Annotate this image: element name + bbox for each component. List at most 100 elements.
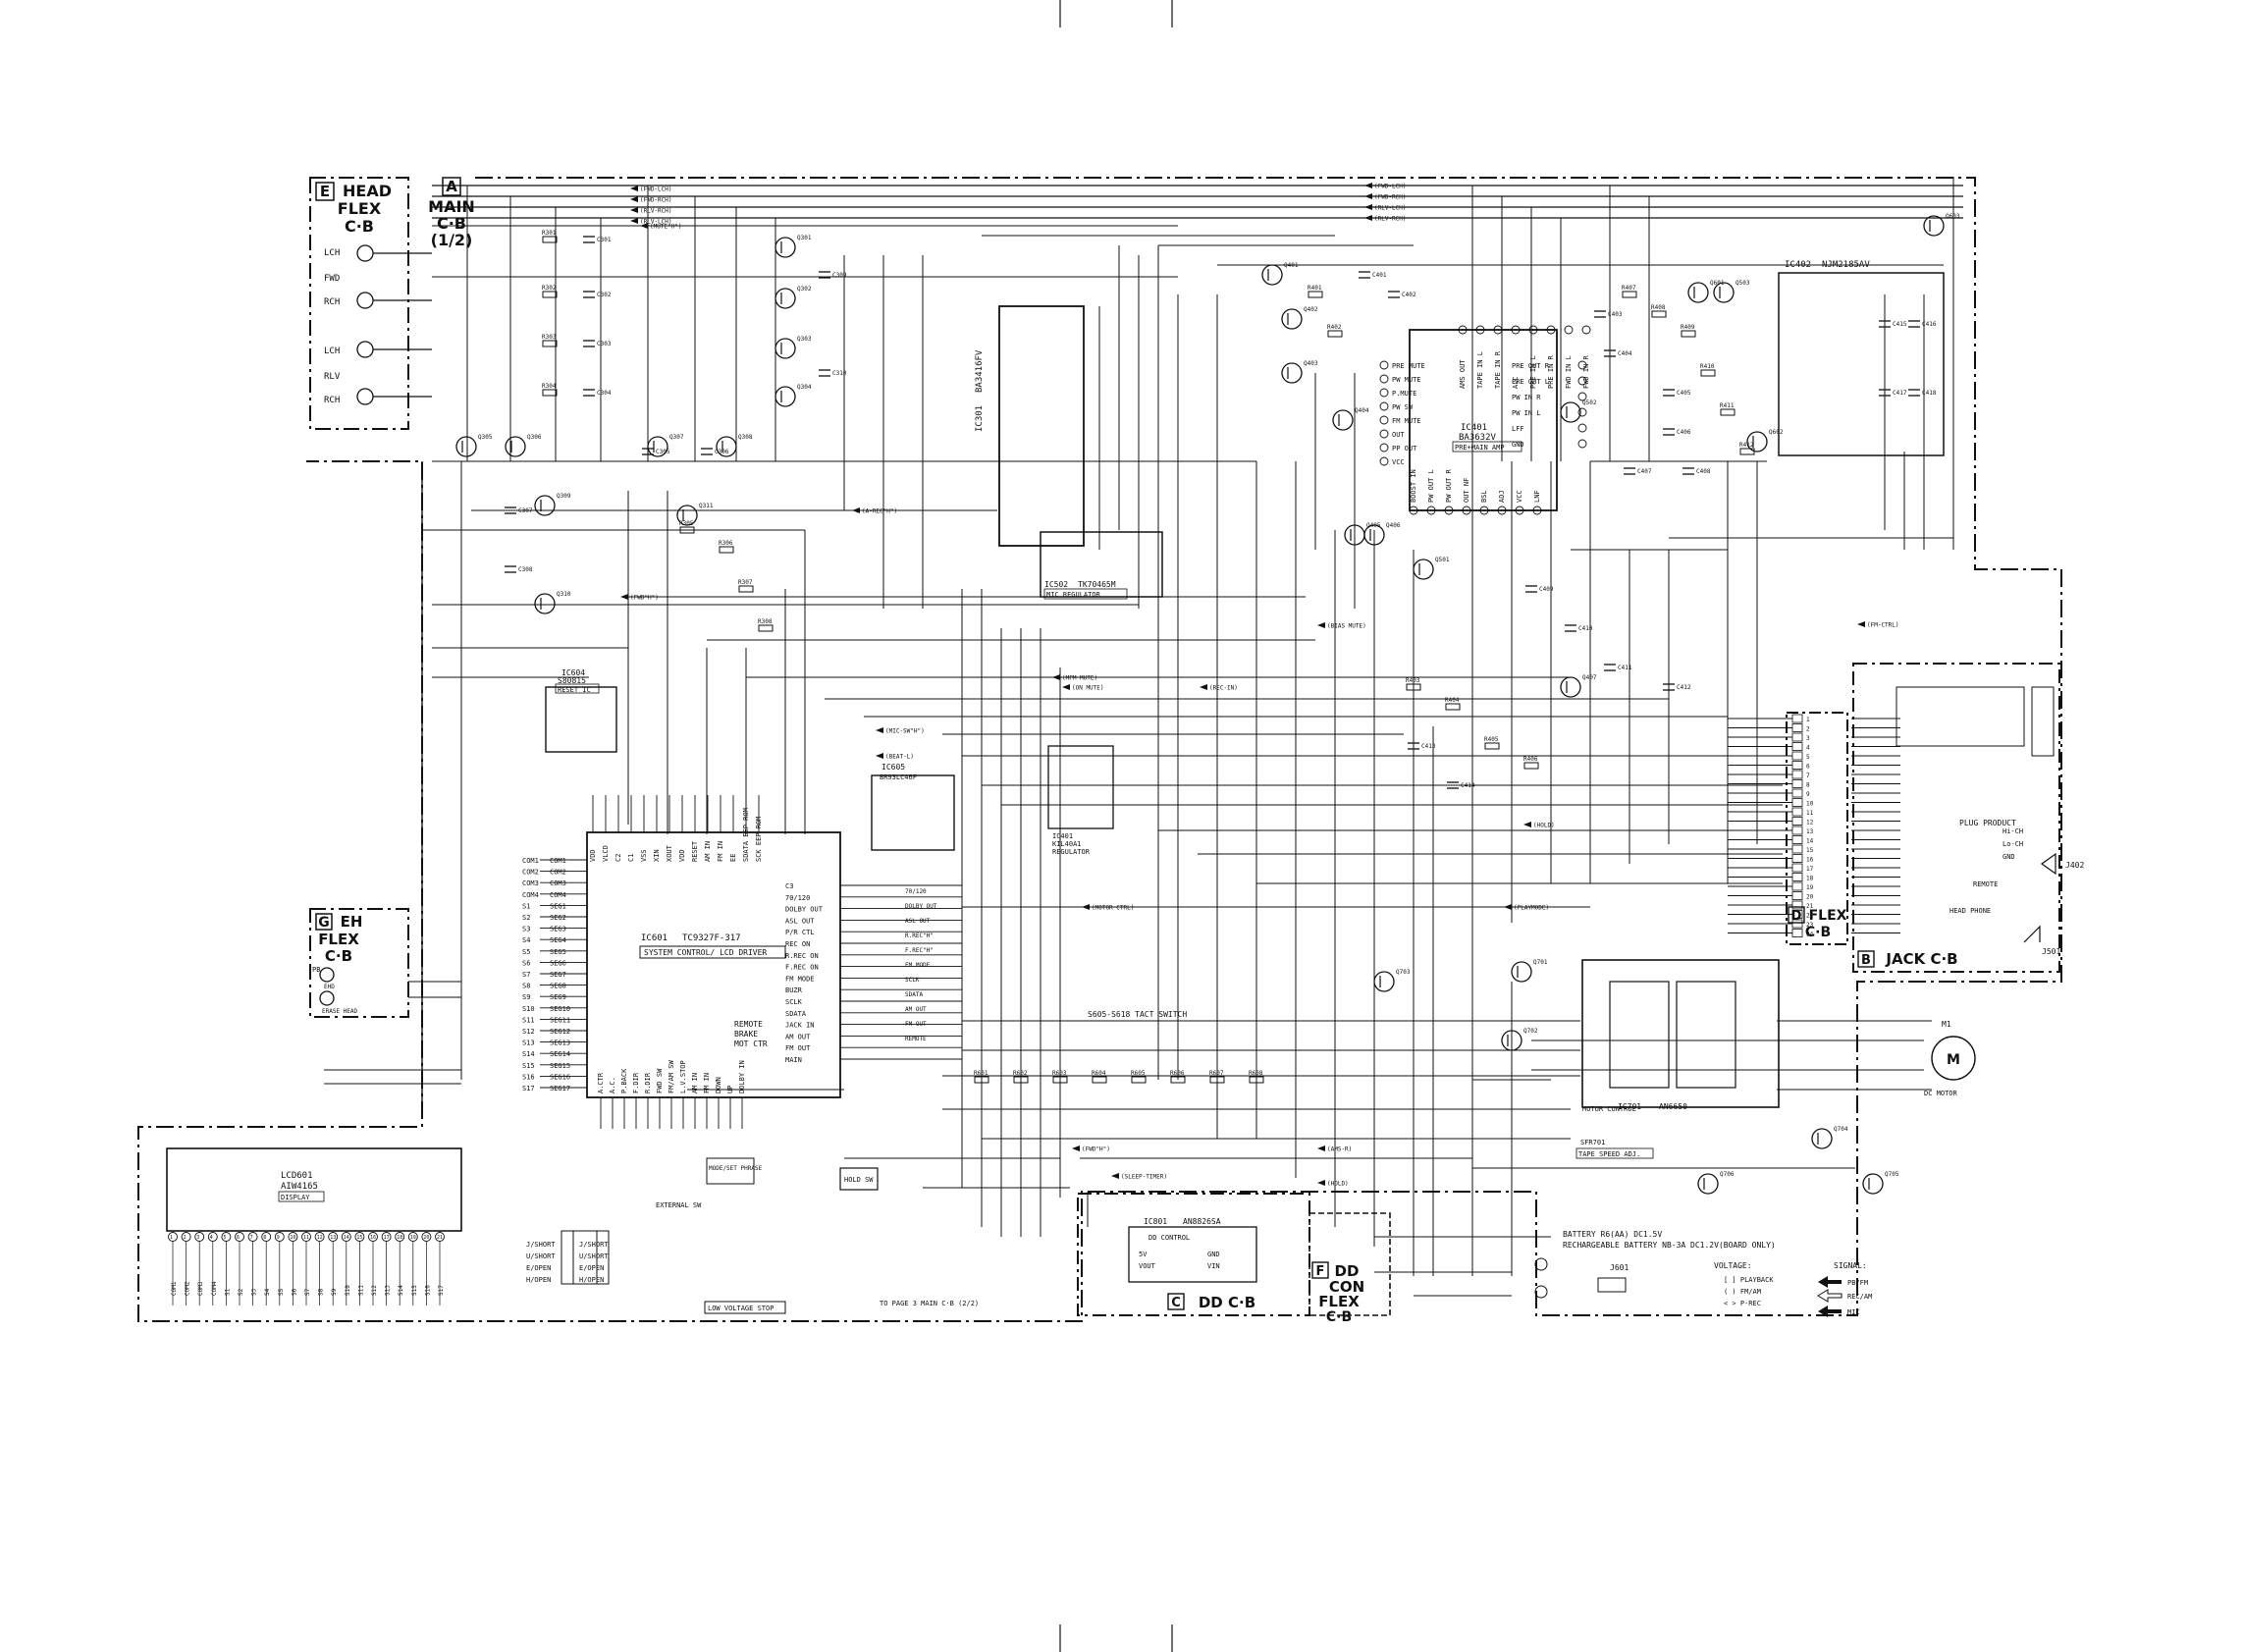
reg-func: REGULATOR	[1052, 848, 1091, 856]
ic601-part: TC9327F-317	[682, 933, 741, 943]
signal-label: (FWD"H")	[1082, 1146, 1110, 1153]
to-page-note: TO PAGE 3 MAIN C·B (2/2)	[880, 1300, 979, 1307]
signal-label: (MIC-SW"H")	[885, 728, 925, 735]
ic401-part: BA3632V	[1459, 433, 1497, 443]
ic604-reset: IC604 S80815 RESET IC	[545, 668, 617, 753]
eh-cb: C·B	[325, 947, 352, 965]
capacitor-ref: C308	[518, 566, 533, 573]
lcd-pin-marker	[194, 1232, 205, 1242]
lcd-ref: LCD601	[281, 1171, 313, 1181]
ic601-seg-label: COM4	[550, 891, 566, 899]
resistor-ref: R408	[1651, 304, 1666, 311]
ic401-func: PRE+MAIN AMP	[1455, 444, 1505, 452]
ic601-seg-label: COM2	[550, 869, 566, 877]
ext-switch: EXTERNAL SW	[656, 1201, 702, 1209]
flex-pin-number: 22	[1806, 913, 1814, 920]
resistor-ref: R407	[1622, 285, 1636, 292]
resistor-symbol	[974, 1076, 989, 1084]
flex-pin-number: 3	[1806, 735, 1810, 742]
resistor-ref: R303	[542, 334, 557, 341]
lcd-pin-number: 20	[423, 1235, 429, 1241]
resistor-ref: R608	[1249, 1070, 1263, 1077]
trim-l2: U/SHORT	[526, 1252, 556, 1260]
flex-pin-number: 12	[1806, 820, 1814, 826]
motor-speed-adj: TAPE SPEED ADJ.	[1578, 1150, 1640, 1158]
ic401-pin-marker	[1379, 374, 1389, 384]
signal-label: (FWD"H")	[630, 595, 659, 602]
ic601-top-pin-name: AM IN	[704, 841, 712, 862]
transistor-symbol	[534, 495, 556, 516]
lcd-pin-number: 3	[196, 1235, 199, 1241]
transistor-ref: Q302	[797, 286, 812, 293]
resistor-symbol	[1327, 330, 1343, 338]
ic401-pin-marker	[1577, 423, 1587, 433]
capacitor-ref: C413	[1421, 743, 1436, 750]
signal-arrow-head	[630, 207, 638, 213]
ic401-pin-marker	[1458, 325, 1468, 335]
ic601-top-pin-name: SDATA EEP ROM	[742, 808, 750, 862]
signal-arrow-head	[1052, 674, 1060, 680]
circuit-wiring	[172, 177, 1963, 1306]
ic601-bottom-left-labels: REMOTE BRAKE MOT CTR	[734, 1020, 768, 1048]
signal-label: (FWD-RCH)	[640, 197, 672, 204]
ic601-right-pin-name: FM OUT	[785, 1044, 811, 1052]
transistor-symbol	[1511, 961, 1532, 983]
capacitor-ref: C411	[1618, 665, 1632, 671]
lcd-com-label: S10	[345, 1285, 351, 1296]
lcd-pin-marker	[301, 1232, 311, 1242]
head-label: LCH	[324, 248, 340, 258]
lcd-pin-marker	[261, 1232, 272, 1242]
ic401-left-pin: FM MUTE	[1392, 417, 1421, 425]
ic401-right-pin: PRE OUT R	[1512, 362, 1550, 370]
lcd-com-label: S8	[318, 1288, 325, 1296]
resistor-symbol	[1131, 1076, 1147, 1084]
transistor-ref: Q503	[1736, 280, 1750, 287]
transistor-symbol	[1697, 1173, 1719, 1195]
legend-voltage-2: ( ) FM/AM	[1724, 1288, 1761, 1296]
signal-arrow-head	[1062, 684, 1070, 690]
lcd-com-label: S17	[438, 1285, 445, 1296]
ic601-right-signal: 70/120	[905, 888, 927, 895]
ic401-pin-marker	[1444, 506, 1454, 515]
ic701-func: MOTOR CONTROL	[1582, 1105, 1636, 1113]
reg-ref: IC401	[1052, 832, 1073, 840]
legend-voltage-1: [ ] PLAYBACK	[1724, 1276, 1774, 1284]
ic401-pin-marker	[1528, 325, 1538, 335]
ic701-ref: IC701	[1618, 1102, 1641, 1111]
ic401-pin-marker	[1379, 429, 1389, 439]
trim-l1: J/SHORT	[526, 1241, 556, 1249]
ic502-ref: IC502	[1044, 580, 1068, 589]
capacitor-ref: C408	[1696, 468, 1711, 475]
resistor-ref: R603	[1052, 1070, 1067, 1077]
ic401-pin-marker	[1426, 506, 1436, 515]
resistor-ref: R306	[719, 540, 733, 547]
ic601-bottom-pin-name: R.DIR	[644, 1072, 652, 1093]
dd-ic-func: DD CONTROL	[1148, 1234, 1190, 1242]
lcd601-display: LCD601 AIW4165 DISPLAY	[166, 1147, 462, 1232]
ic401-top-pin: PRE IN L	[1529, 355, 1537, 389]
transistor-ref: Q304	[797, 384, 812, 391]
signal-label: (ON MUTE)	[1072, 685, 1104, 692]
trim-l4: H/OPEN	[526, 1276, 551, 1284]
lcd-pin-number: 17	[384, 1235, 390, 1241]
transistor-ref: Q305	[478, 434, 493, 441]
transistor-symbol	[1281, 362, 1303, 384]
transistor-ref: Q705	[1885, 1171, 1899, 1178]
transistor-symbol	[716, 436, 737, 457]
head-label: RCH	[324, 297, 340, 307]
transistor-ref: Q301	[797, 235, 812, 241]
main-part: (1/2)	[431, 231, 473, 249]
ic401-top-pin: TAPE IN L	[1476, 351, 1484, 389]
ic604-part: S80815	[558, 676, 586, 685]
lcd-pin-number: 7	[250, 1235, 253, 1241]
battery-l2: RECHARGEABLE BATTERY NB-3A DC1.2V(BOARD …	[1563, 1241, 1776, 1250]
flex-pin-number: 6	[1806, 764, 1810, 771]
ic601-left-pin-name: S5	[522, 948, 530, 956]
main-sub: C·B	[437, 214, 466, 233]
signal-label: (AMS-R)	[1327, 1146, 1352, 1153]
ic401-bottom-pin: VCC	[1516, 490, 1523, 503]
ic601-right-pin-name: SCLK	[785, 998, 803, 1006]
legend-signal-3: MIC	[1847, 1308, 1860, 1316]
motor-symbol: M	[1947, 1052, 1960, 1068]
